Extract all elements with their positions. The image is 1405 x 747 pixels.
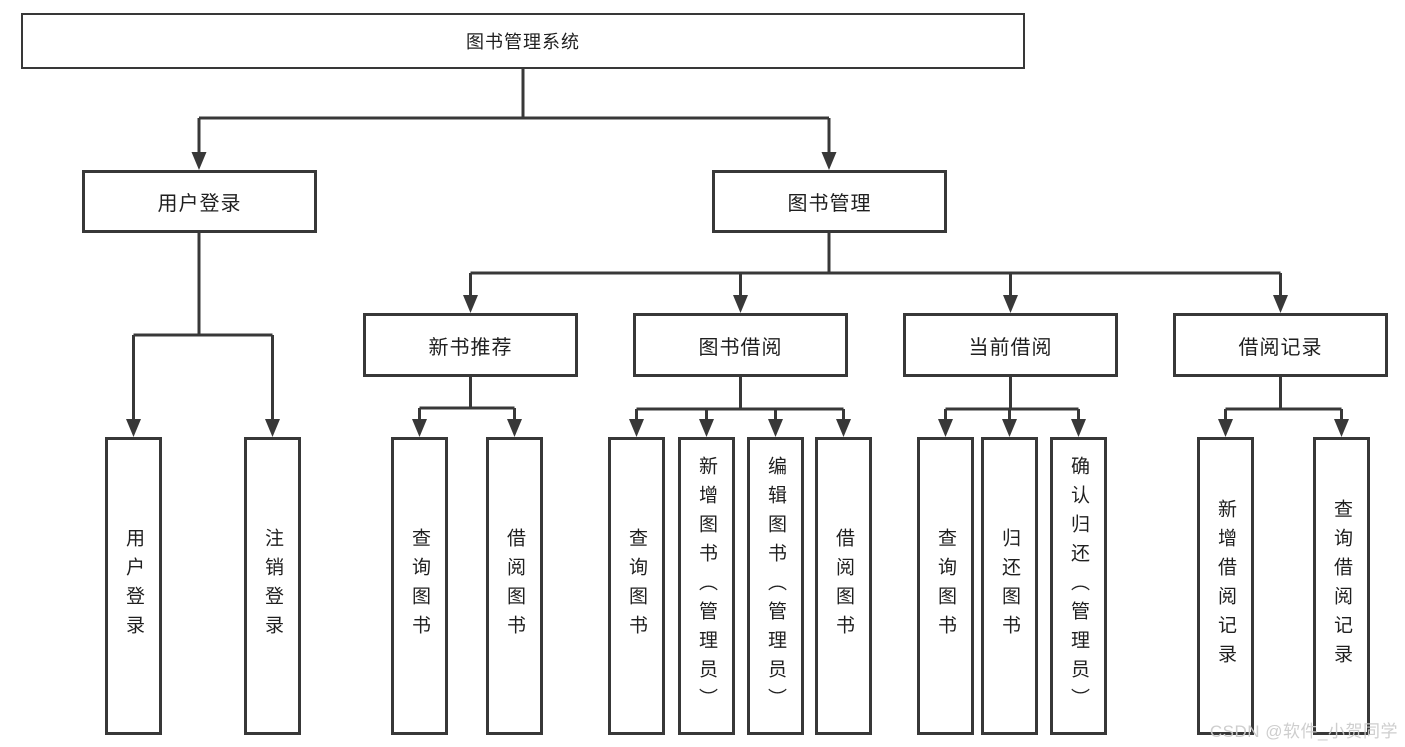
node-borrowing-records: 借阅记录 [1173,313,1388,377]
arrowhead [699,419,714,437]
node-label: 用户登录 [157,193,242,215]
node-label: 借阅图书 [504,528,525,644]
node-user-login-leaf: 用户登录 [105,437,162,735]
connector-book-borrowing-to-leaves [635,377,845,422]
arrowhead [126,419,141,437]
node-query-books-3: 查询图书 [917,437,974,735]
node-label: 编辑图书（管理员） [765,455,786,717]
node-label: 查询借阅记录 [1331,499,1352,673]
arrowhead [733,295,748,313]
arrowhead [1273,295,1288,313]
node-label: 确认归还（管理员） [1068,455,1089,717]
connector-new-book-recommend-to-leaves [418,377,516,422]
node-new-book-recommend: 新书推荐 [363,313,578,377]
node-label: 查询图书 [409,528,430,644]
node-label: 当前借阅 [968,336,1053,359]
node-label: 注销登录 [262,528,283,644]
node-label: 新书推荐 [428,336,513,359]
arrowhead [1218,419,1233,437]
node-label: 查询图书 [626,528,647,644]
arrowhead [938,419,953,437]
arrowhead [507,419,522,437]
node-query-books-2: 查询图书 [608,437,665,735]
node-query-borrow-record: 查询借阅记录 [1313,437,1370,735]
arrowhead [463,295,478,313]
node-label: 新增借阅记录 [1215,499,1236,673]
node-user-login: 用户登录 [82,170,317,233]
connector-root-to-level1 [197,69,831,155]
node-edit-books-admin: 编辑图书（管理员） [747,437,804,735]
node-query-books-1: 查询图书 [391,437,448,735]
node-borrow-books-1: 借阅图书 [486,437,543,735]
arrowhead [412,419,427,437]
node-label: 图书管理系统 [466,32,580,52]
node-label: 查询图书 [935,528,956,644]
arrowhead [1002,419,1017,437]
node-borrow-books-2: 借阅图书 [815,437,872,735]
arrowhead [1071,419,1086,437]
node-library-management-system: 图书管理系统 [21,13,1025,69]
watermark: CSDN @软件_小贺同学 [1209,722,1398,741]
arrowhead [836,419,851,437]
connector-borrowing-records-to-leaves [1224,377,1343,422]
node-label: 图书借阅 [698,336,783,359]
node-label: 借阅记录 [1238,336,1323,359]
node-book-management: 图书管理 [712,170,947,233]
connector-current-borrowing-to-leaves [944,377,1080,422]
arrowhead [191,152,207,170]
node-label: 归还图书 [999,528,1020,644]
node-label: 借阅图书 [833,528,854,644]
arrowhead [1003,295,1018,313]
node-add-books-admin: 新增图书（管理员） [678,437,735,735]
node-add-borrow-record: 新增借阅记录 [1197,437,1254,735]
node-current-borrowing: 当前借阅 [903,313,1118,377]
node-logout: 注销登录 [244,437,301,735]
arrowhead [768,419,783,437]
connector-user-login-to-leaves [132,233,274,422]
connector-book-management-to-level2 [469,233,1282,298]
node-label: 用户登录 [123,528,144,644]
arrowhead [265,419,280,437]
arrowhead [821,152,837,170]
node-book-borrowing: 图书借阅 [633,313,848,377]
node-label: 图书管理 [787,193,872,215]
arrowhead [629,419,644,437]
node-return-books: 归还图书 [981,437,1038,735]
node-label: 新增图书（管理员） [696,455,717,717]
node-confirm-return-admin: 确认归还（管理员） [1050,437,1107,735]
arrowhead [1334,419,1349,437]
